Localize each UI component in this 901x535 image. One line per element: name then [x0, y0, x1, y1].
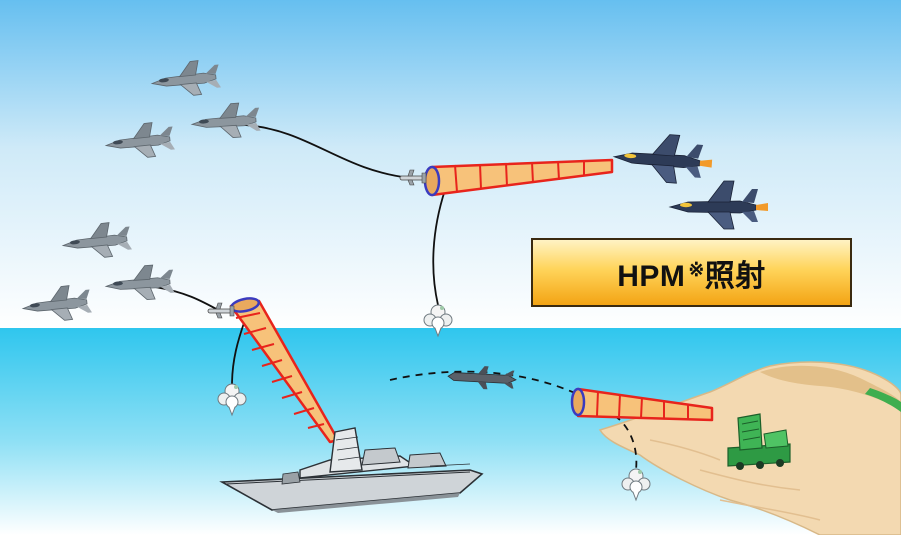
tether-upper — [244, 124, 411, 179]
tether-upper-fall — [432, 189, 446, 306]
ship-icon — [219, 427, 484, 513]
tether-lower — [154, 286, 221, 312]
missile-icon — [447, 366, 517, 390]
label-main: HPM — [617, 259, 686, 293]
label-suffix: 照射 — [704, 259, 766, 293]
label-mark: ※ — [688, 259, 705, 281]
hpm-beam-radar — [570, 387, 714, 422]
hpm-irradiation-label: HPM※照射 — [531, 238, 852, 307]
label-text: HPM※照射 — [617, 251, 766, 295]
hpm-beam-upper — [423, 158, 614, 197]
radar-vehicle-icon — [727, 413, 791, 470]
tether-lower-fall — [231, 319, 246, 386]
